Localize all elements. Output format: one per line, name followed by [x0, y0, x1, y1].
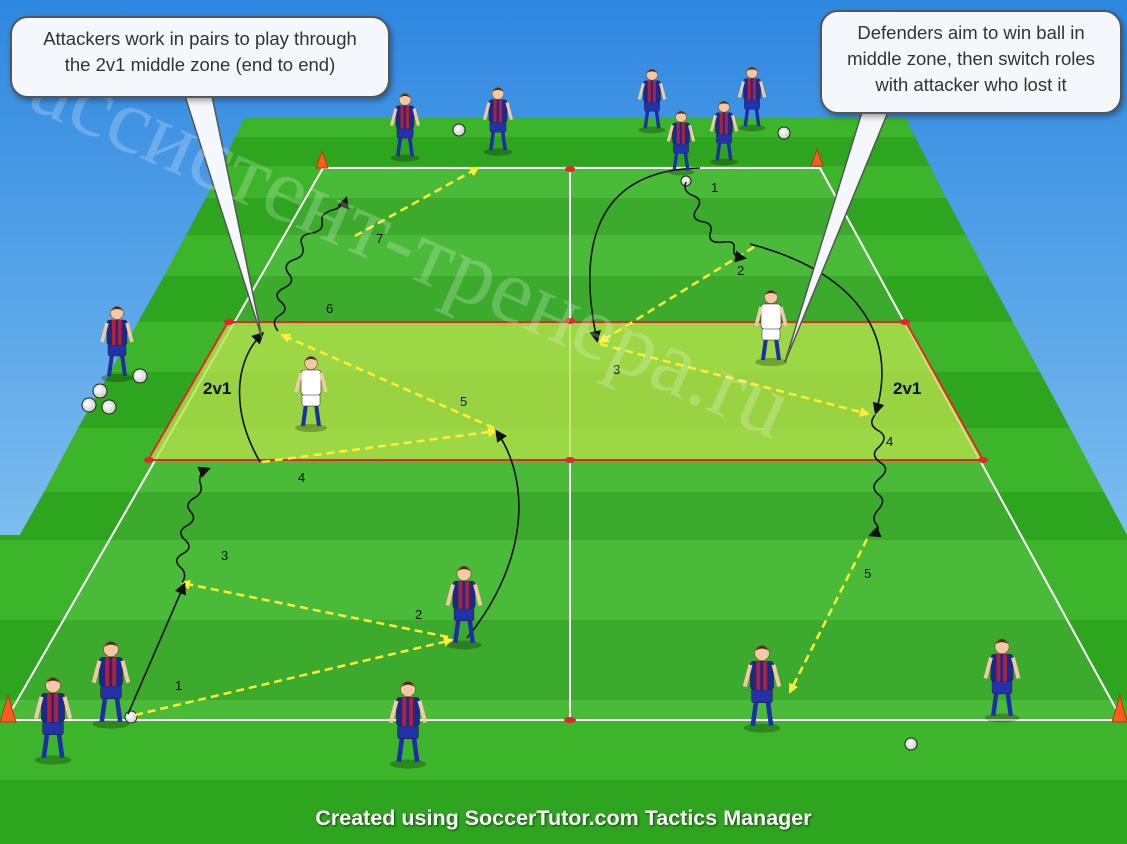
sequence-number: 7 [376, 231, 383, 246]
callout-line: the 2v1 middle zone (end to end) [22, 52, 378, 78]
sequence-number: 1 [175, 678, 182, 693]
sequence-number: 2 [415, 607, 422, 622]
callout-line: middle zone, then switch roles [832, 46, 1110, 72]
zone-label-left: 2v1 [203, 379, 231, 398]
callout-defenders: Defenders aim to win ball in middle zone… [820, 10, 1122, 114]
sequence-number: 3 [613, 362, 620, 377]
sequence-number: 5 [460, 394, 467, 409]
sequence-number: 6 [326, 301, 333, 316]
sequence-number: 3 [221, 548, 228, 563]
sequence-number: 4 [298, 470, 305, 485]
sequence-number: 1 [711, 180, 718, 195]
callout-line: with attacker who lost it [832, 72, 1110, 98]
footer-credit: Created using SoccerTutor.com Tactics Ma… [0, 806, 1127, 831]
sequence-number: 2 [737, 263, 744, 278]
middle-2v1-zone [148, 322, 983, 460]
sequence-number: 4 [886, 434, 893, 449]
callout-line: Defenders aim to win ball in [832, 20, 1110, 46]
callout-line: Attackers work in pairs to play through [22, 26, 378, 52]
zone-label-right: 2v1 [893, 379, 921, 398]
callout-attackers: Attackers work in pairs to play through … [10, 16, 390, 98]
sequence-number: 5 [864, 566, 871, 581]
